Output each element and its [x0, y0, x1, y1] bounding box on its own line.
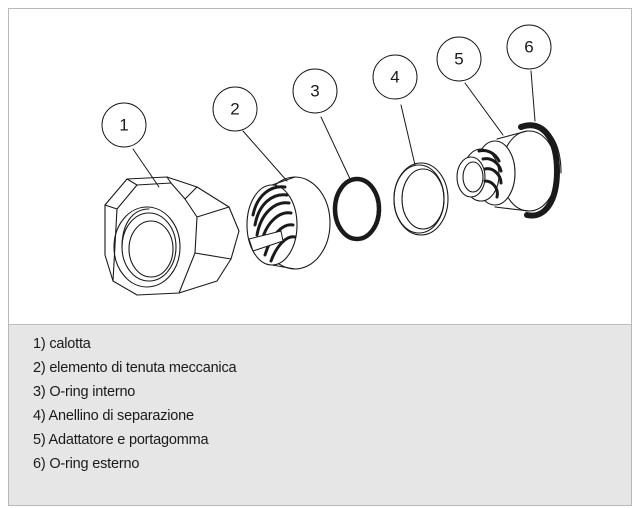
part-elemento-tenuta — [246, 176, 331, 270]
legend-list: 1) calotta 2) elemento di tenuta meccani… — [9, 325, 631, 476]
callout-2: 2 — [212, 86, 258, 132]
exploded-view-drawing: 1 2 3 4 5 6 — [9, 9, 631, 325]
exploded-view-svg: 1 2 3 4 5 6 — [101, 24, 562, 296]
legend-item-oring-esterno: 6) O-ring esterno — [33, 456, 140, 472]
callout-4: 4 — [372, 54, 418, 100]
callout-1: 1 — [101, 102, 147, 148]
part-adattatore — [456, 130, 558, 212]
parts-legend: 1) calotta 2) elemento di tenuta meccani… — [9, 325, 631, 505]
callout-1-label: 1 — [119, 116, 128, 135]
figure-frame: 1 2 3 4 5 6 1) — [8, 8, 632, 506]
legend-item-anellino: 4) Anellino di separazione — [33, 408, 194, 424]
callout-3: 3 — [292, 68, 338, 114]
legend-item-oring-interno: 3) O-ring interno — [33, 384, 136, 400]
callout-5-label: 5 — [454, 50, 463, 69]
callout-6-label: 6 — [524, 38, 533, 57]
legend-item-adattatore: 5) Adattatore e portagomma — [33, 432, 209, 448]
part-anellino — [393, 162, 449, 236]
legend-item-calotta: 1) calotta — [33, 336, 91, 352]
callout-3-label: 3 — [310, 82, 319, 101]
callout-4-label: 4 — [390, 68, 399, 87]
part-oring-esterno — [518, 122, 562, 219]
leader-lines — [132, 70, 536, 188]
part-calotta — [104, 176, 240, 296]
callout-2-label: 2 — [230, 100, 239, 119]
legend-item-elemento-tenuta: 2) elemento di tenuta meccanica — [33, 360, 237, 376]
part-oring-interno — [332, 176, 382, 242]
callout-6: 6 — [506, 24, 552, 70]
callout-5: 5 — [436, 36, 482, 82]
